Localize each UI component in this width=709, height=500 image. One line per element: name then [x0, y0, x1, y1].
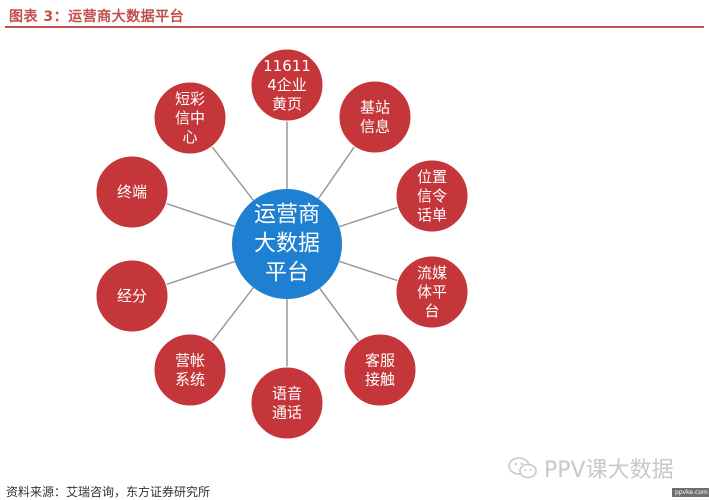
node-label: 营帐 — [175, 352, 205, 370]
node-circle — [250, 48, 324, 122]
center-label: 平台 — [265, 261, 309, 286]
node-label: 短彩 — [175, 90, 205, 108]
figure-caption: 图表 3：运营商大数据平台 — [9, 9, 185, 25]
node-label: 信令 — [417, 187, 447, 205]
node-circle — [250, 366, 324, 440]
source-note: 资料来源：艾瑞咨询，东方证券研究所 — [6, 485, 211, 499]
node-label: 终端 — [117, 183, 147, 201]
node-label: 位置 — [417, 168, 447, 186]
node-terminal: 终端 — [95, 155, 169, 229]
node-label: 11611 — [263, 57, 311, 75]
node-label: 黄页 — [272, 95, 302, 113]
center-circle — [232, 189, 342, 299]
node-label: 4企业 — [267, 76, 307, 94]
node-label: 系统 — [175, 371, 205, 389]
center-label: 运营商 — [254, 203, 320, 228]
node-circle — [395, 159, 469, 233]
node-label: 语音 — [272, 385, 302, 403]
node-label: 基站 — [360, 99, 390, 117]
connector-streaming — [338, 260, 399, 282]
connector-location — [338, 206, 399, 228]
center-node: 运营商大数据平台 — [232, 189, 342, 299]
node-circle — [95, 155, 169, 229]
node-label: 话单 — [417, 206, 447, 224]
node-analytics: 经分 — [95, 259, 169, 333]
connector-base-station — [317, 146, 356, 200]
node-label: 接触 — [365, 371, 395, 389]
satellite-nodes: 116114企业黄页基站信息位置信令话单流媒体平台客服接触语音通话营帐系统经分终… — [95, 48, 469, 440]
node-label: 流媒 — [417, 264, 447, 282]
node-label: 信中 — [175, 109, 205, 127]
connector-analytics — [165, 260, 236, 286]
node-label: 经分 — [117, 287, 147, 305]
connector-billing — [211, 287, 255, 342]
node-label: 通话 — [272, 404, 302, 422]
wechat-icon — [508, 457, 537, 479]
node-circle — [95, 259, 169, 333]
node-label: 心 — [182, 128, 197, 146]
node-circle — [153, 333, 227, 407]
connector-sms-center — [211, 146, 255, 201]
node-label: 信息 — [360, 118, 390, 136]
connector-lines — [165, 121, 399, 367]
node-label: 台 — [424, 302, 439, 320]
center-hub: 运营商大数据平台 — [232, 189, 342, 299]
node-circle — [338, 80, 412, 154]
connector-customer-contact — [319, 287, 360, 342]
caption-divider — [5, 26, 704, 28]
watermark-text: PPV课大数据 — [544, 458, 674, 483]
node-label: 客服 — [365, 352, 395, 370]
connector-terminal — [165, 202, 236, 228]
node-label: 体平 — [417, 283, 447, 301]
corner-tag: ppvke.com — [672, 488, 709, 497]
watermark: PPV课大数据 — [508, 452, 674, 484]
center-label: 大数据 — [254, 232, 320, 257]
node-circle — [343, 333, 417, 407]
node-circle — [395, 255, 469, 329]
node-circle — [153, 81, 227, 155]
